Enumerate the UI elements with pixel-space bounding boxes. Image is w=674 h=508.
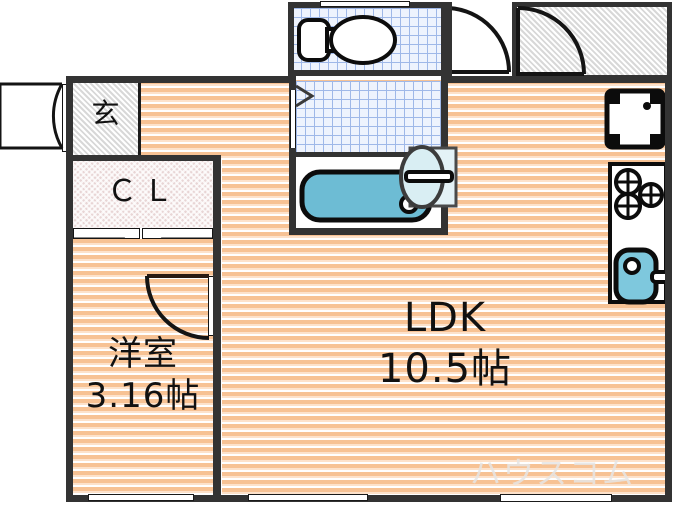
room-entrance (73, 82, 138, 155)
toilet-door-swing (447, 6, 512, 74)
bedroom-label-line1: 洋室 (108, 334, 178, 374)
window-ldk (248, 494, 368, 501)
toilet-wall-left (288, 2, 294, 76)
closet-label: ＣＬ (107, 174, 179, 209)
balcony-wall-right (667, 2, 672, 80)
bedroom-label-line2: 3.16帖 (85, 376, 201, 416)
window-bottom (500, 494, 612, 502)
washroom-sliding-door (290, 90, 296, 148)
toilet-bowl-icon (297, 15, 397, 65)
wash-basin-icon (399, 145, 458, 209)
room-balcony (514, 4, 670, 78)
closet-door-left (73, 228, 140, 239)
balcony-wall-left (512, 2, 517, 80)
balcony-door-swing (516, 6, 586, 76)
hall-wall-right-upper (447, 2, 452, 76)
closet-door-right (142, 228, 213, 239)
gas-stove-icon (614, 168, 664, 220)
outer-wall-top-right (512, 76, 672, 83)
outer-wall-right (665, 76, 672, 502)
window-bedroom (88, 494, 194, 501)
outer-wall-bottom (66, 495, 672, 502)
outer-wall-top-left (66, 76, 294, 83)
ldk-label-line2: 10.5帖 (377, 346, 513, 392)
window-toilet (320, 1, 410, 7)
room-closet (73, 160, 213, 228)
washroom-door-arrow-icon (295, 84, 315, 108)
closet-top-wall (66, 155, 221, 161)
balcony-wall-top (512, 2, 672, 7)
room-bedroom (73, 239, 213, 498)
outer-wall-left-upper (66, 76, 73, 158)
room-ldk (222, 80, 668, 498)
toilet-wall-bottom (288, 70, 448, 76)
outer-wall-left-lower (66, 155, 73, 502)
entrance-door-swing (0, 82, 64, 150)
outer-wall-top-mid (441, 76, 516, 83)
corridor-floor (140, 80, 230, 160)
ldk-label-line1: LDK (403, 295, 487, 341)
washer-space-icon (604, 88, 666, 150)
bath-wall-mid (289, 152, 448, 157)
bath-wall-bottom (289, 228, 448, 235)
kitchen-sink-icon (613, 247, 672, 305)
room-washroom (296, 81, 444, 155)
bedroom-ldk-divider (213, 155, 221, 502)
entrance-label: 玄 (91, 97, 120, 130)
toilet-wall-right (441, 2, 447, 76)
entrance-step-line (138, 82, 141, 155)
bedroom-door-swing (145, 274, 210, 340)
